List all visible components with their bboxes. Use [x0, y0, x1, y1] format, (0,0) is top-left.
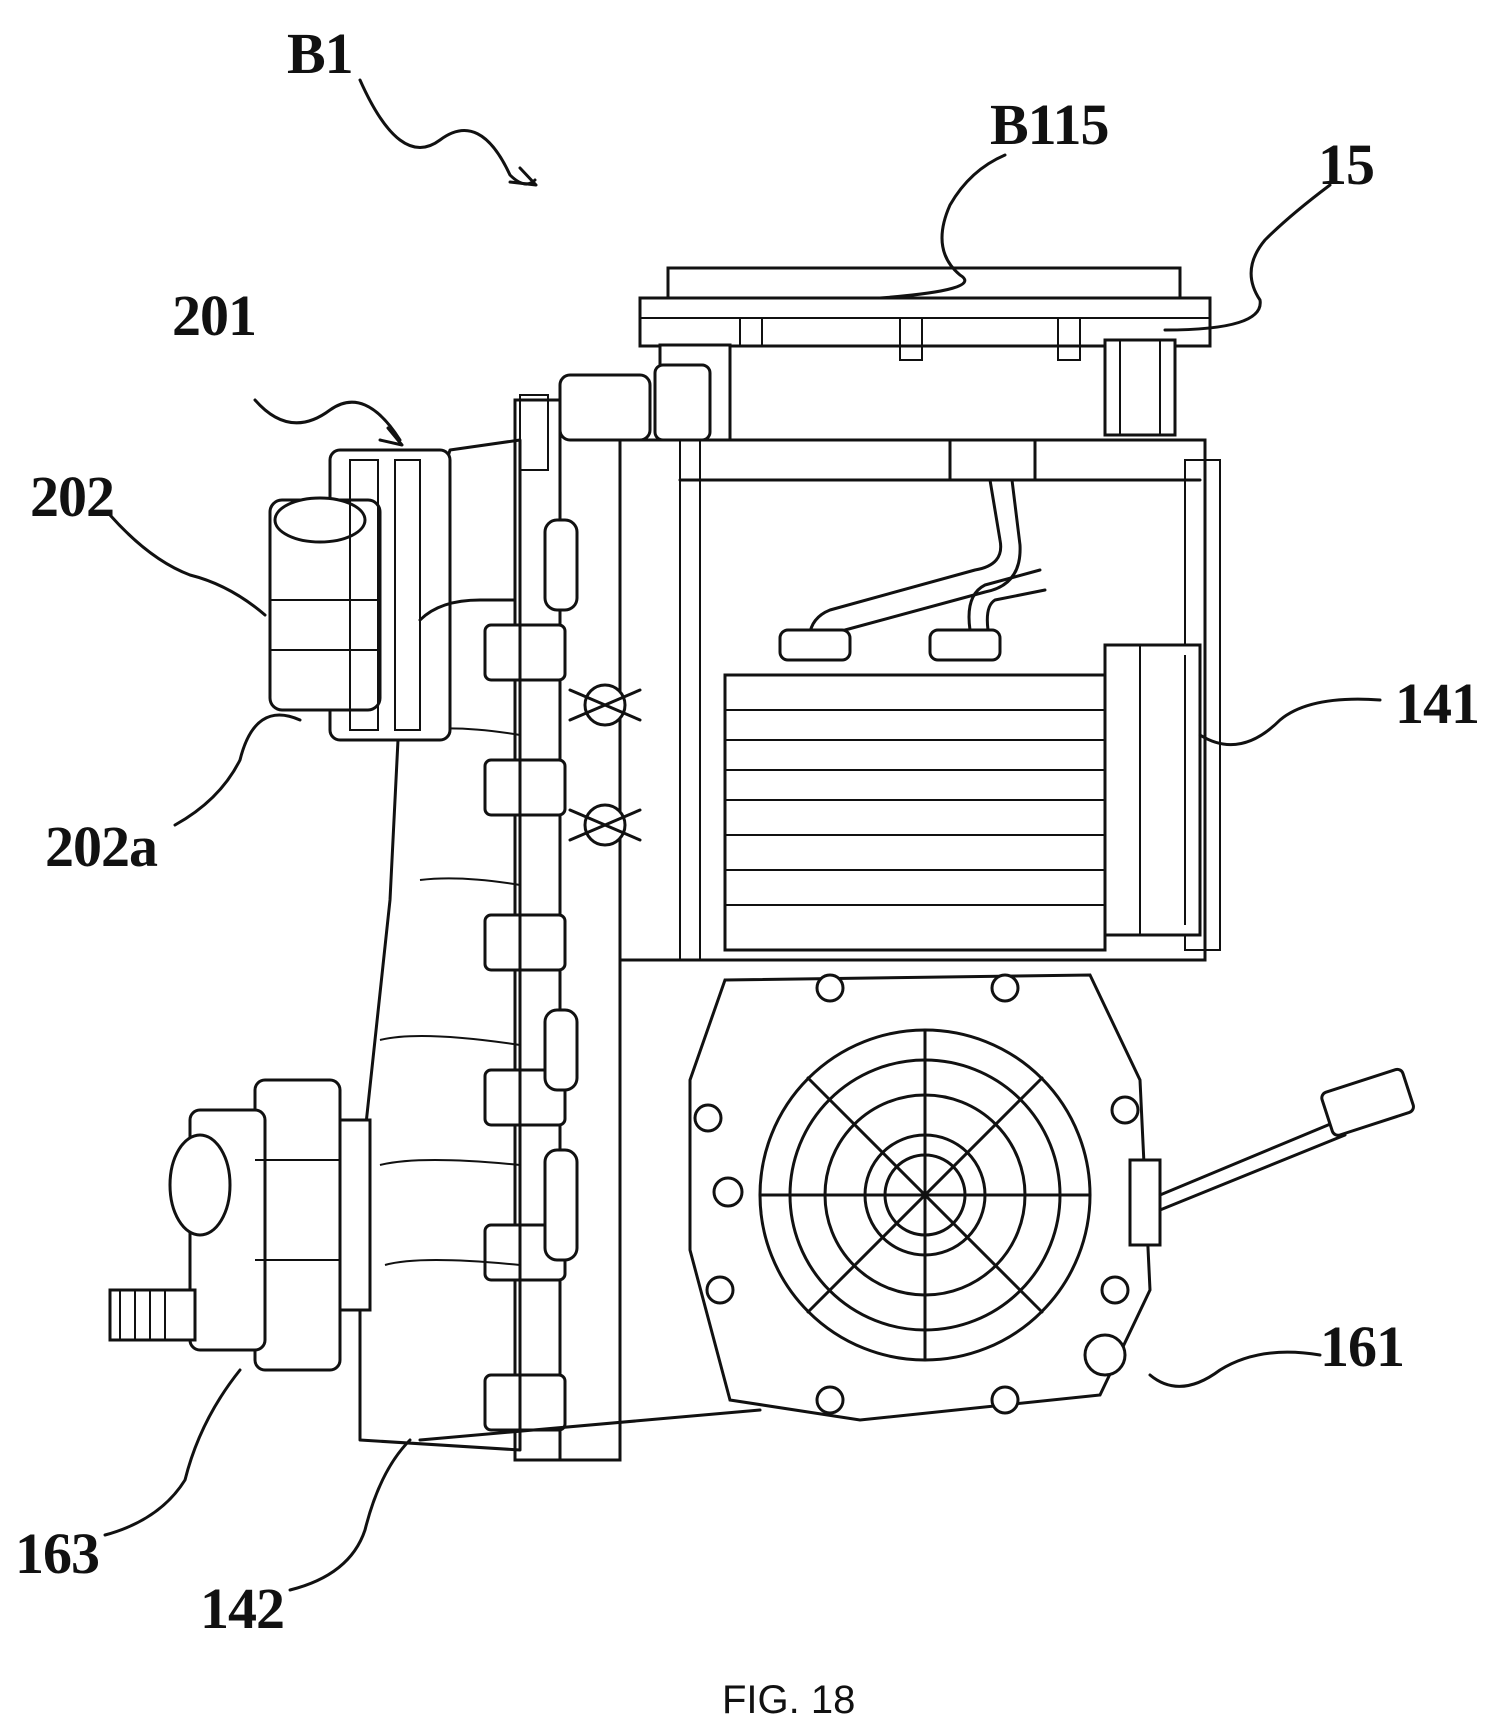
- label-15: 15: [1318, 132, 1375, 197]
- center-plate: [483, 363, 712, 1462]
- label-141: 141: [1395, 671, 1480, 736]
- label-142: 142: [200, 1576, 285, 1641]
- label-163: 163: [15, 1521, 100, 1586]
- label-202a: 202a: [45, 814, 158, 879]
- gearbox-cover: [688, 973, 1162, 1422]
- actuator-assembly: [268, 448, 517, 742]
- output-coupling: [108, 1078, 372, 1372]
- motor-body: [723, 643, 1202, 952]
- coolant-pipes: [778, 478, 1047, 662]
- label-b115: B115: [990, 92, 1109, 157]
- label-201: 201: [172, 283, 257, 348]
- top-cover: [638, 266, 1212, 437]
- sensor-connector: [1158, 1067, 1415, 1212]
- figure-caption: FIG. 18: [722, 1678, 856, 1722]
- label-202: 202: [30, 464, 115, 529]
- leader-lines: [103, 78, 1382, 1592]
- label-b1: B1: [287, 21, 354, 86]
- label-161: 161: [1320, 1314, 1405, 1379]
